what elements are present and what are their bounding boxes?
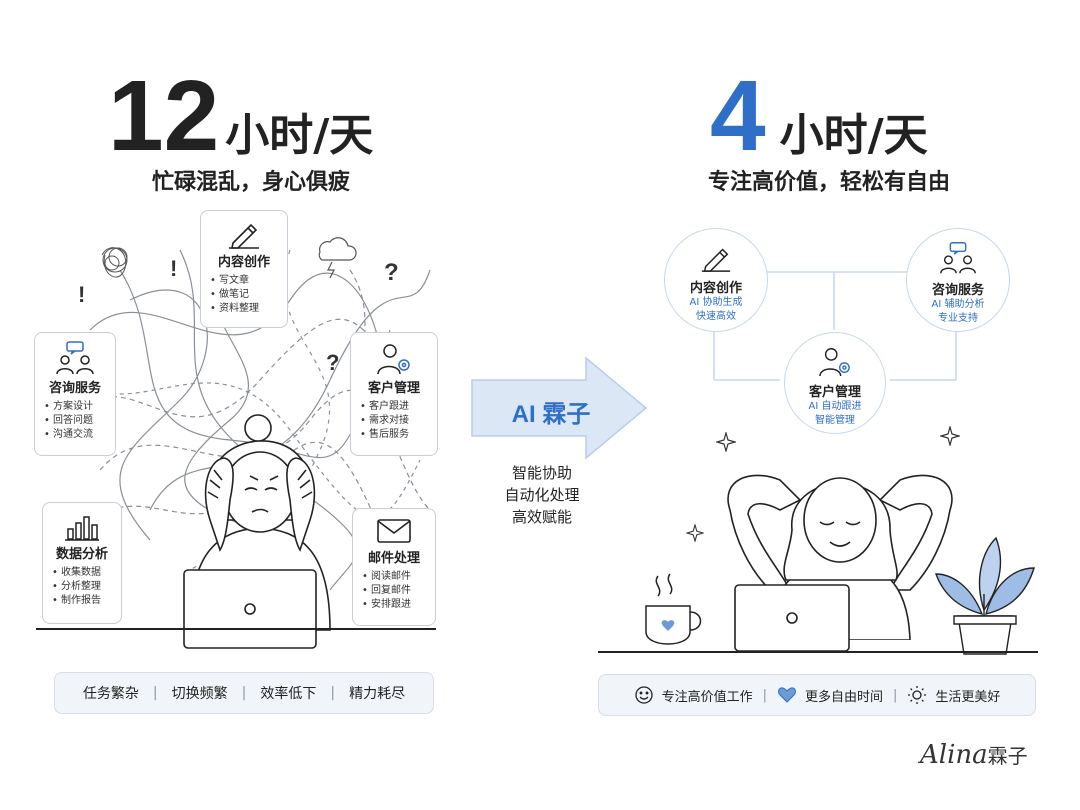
- circle-content-creation: 内容创作 AI 协助生成 快速高效: [664, 228, 768, 332]
- left-hours-number: 12: [108, 60, 220, 172]
- sun-icon: [908, 686, 927, 704]
- card-customer-item: 需求对接: [359, 414, 429, 428]
- circle-consulting-title: 咨询服务: [931, 283, 984, 298]
- card-mail-processing: 邮件处理 阅读邮件 回复邮件 安排跟进: [352, 508, 436, 626]
- center-line: 高效赋能: [511, 508, 572, 526]
- signature-cn: 霖子: [987, 744, 1028, 768]
- exclaim-mark-1: !: [78, 282, 85, 307]
- card-consulting: 咨询服务 方案设计 回答问题 沟通交流: [34, 332, 116, 456]
- footer-separator: |: [241, 685, 247, 701]
- footer-separator: |: [762, 687, 767, 703]
- center-caption: 智能协助 自动化处理 高效赋能: [482, 462, 602, 528]
- card-data-item: 制作报告: [51, 594, 113, 608]
- card-content-item: 写文章: [209, 274, 279, 288]
- pencil-icon: [701, 248, 731, 272]
- card-customer-title: 客户管理: [367, 381, 420, 396]
- circle-customer-management: 客户管理 AI 自动跟进 智能管理: [784, 332, 886, 434]
- card-consulting-title: 咨询服务: [48, 381, 101, 396]
- exclaim-mark-2: !: [170, 256, 177, 281]
- people-chat-icon: [940, 242, 976, 274]
- card-customer-item: 售后服务: [359, 428, 429, 442]
- card-data-analysis: 数据分析 收集数据 分析整理 制作报告: [42, 502, 122, 624]
- card-mail-item: 安排跟进: [361, 598, 427, 612]
- card-mail-title: 邮件处理: [367, 551, 420, 566]
- potted-plant-icon: [934, 536, 1035, 655]
- circle-consulting-line: AI 辅助分析: [931, 299, 985, 310]
- laptop-left: [183, 569, 317, 649]
- signature-latin: Alina: [920, 740, 988, 770]
- footer-item: 更多自由时间: [804, 689, 883, 705]
- question-mark-2: ?: [326, 350, 339, 375]
- arrow-label: AI 霖子: [511, 401, 591, 428]
- heart-icon: [778, 687, 796, 703]
- card-content-item: 资料整理: [209, 302, 279, 316]
- card-data-item: 收集数据: [51, 566, 113, 580]
- coffee-cup-icon: [645, 573, 702, 645]
- smile-icon: [634, 686, 653, 704]
- card-content-title: 内容创作: [217, 255, 270, 270]
- sparkle-icon: [716, 432, 736, 452]
- card-consulting-item: 方案设计: [43, 400, 107, 414]
- right-subtitle: 专注高价值，轻松有自由: [708, 170, 951, 195]
- right-desk-line: [598, 651, 1038, 653]
- card-consulting-item: 回答问题: [43, 414, 107, 428]
- laptop-right: [734, 584, 850, 652]
- center-line: 自动化处理: [504, 486, 580, 504]
- transition-arrow: [471, 356, 648, 460]
- card-data-item: 分析整理: [51, 580, 113, 594]
- circle-consulting-line: 专业支持: [938, 313, 978, 324]
- circle-content-line: 快速高效: [696, 311, 736, 322]
- left-footer-bar: 任务繁杂 | 切换频繁 | 效率低下 | 精力耗尽: [54, 672, 434, 714]
- people-chat-icon: [56, 341, 94, 375]
- card-mail-item: 阅读邮件: [361, 570, 427, 584]
- user-gear-icon: [377, 344, 410, 375]
- left-subtitle: 忙碌混乱，身心俱疲: [152, 170, 351, 195]
- question-mark-1: ?: [384, 259, 399, 286]
- footer-separator: |: [893, 687, 898, 703]
- right-hours-unit: 小时/天: [779, 110, 928, 161]
- card-customer-management: 客户管理 客户跟进 需求对接 售后服务: [350, 332, 438, 456]
- circle-customer-line: AI 自动跟进: [808, 401, 862, 412]
- footer-separator: |: [330, 685, 336, 701]
- footer-item: 专注高价值工作: [661, 689, 753, 705]
- circle-content-title: 内容创作: [689, 281, 742, 296]
- circle-consulting: 咨询服务 AI 辅助分析 专业支持: [906, 228, 1010, 332]
- envelope-icon: [377, 519, 411, 543]
- footer-item: 生活更美好: [935, 689, 1001, 705]
- sparkle-icon: [686, 524, 704, 542]
- card-content-creation: 内容创作 写文章 做笔记 资料整理: [200, 210, 288, 328]
- footer-item: 任务繁杂: [82, 686, 139, 702]
- circle-content-line: AI 协助生成: [689, 297, 743, 308]
- bar-chart-icon: [65, 516, 99, 541]
- card-data-title: 数据分析: [55, 547, 108, 562]
- footer-separator: |: [152, 685, 158, 701]
- connector-lines: [713, 271, 957, 381]
- right-hours-number: 4: [710, 60, 766, 172]
- card-consulting-item: 沟通交流: [43, 428, 107, 442]
- card-mail-item: 回复邮件: [361, 584, 427, 598]
- sparkle-icon: [940, 426, 960, 446]
- circle-customer-line: 智能管理: [815, 415, 855, 426]
- center-line: 智能协助: [511, 464, 572, 482]
- footer-item: 切换频繁: [171, 686, 228, 702]
- footer-item: 效率低下: [260, 686, 317, 702]
- right-footer-bar: 专注高价值工作 | 更多自由时间 | 生活更美好: [598, 674, 1036, 716]
- left-desk-line: [36, 628, 436, 630]
- circle-customer-title: 客户管理: [808, 385, 861, 400]
- left-hours-unit: 小时/天: [225, 110, 374, 161]
- card-customer-item: 客户跟进: [359, 400, 429, 414]
- card-content-item: 做笔记: [209, 288, 279, 302]
- pencil-icon: [229, 223, 259, 249]
- user-gear-icon: [819, 348, 850, 377]
- footer-item: 精力耗尽: [349, 686, 406, 702]
- signature: Alina霖子: [920, 740, 1028, 770]
